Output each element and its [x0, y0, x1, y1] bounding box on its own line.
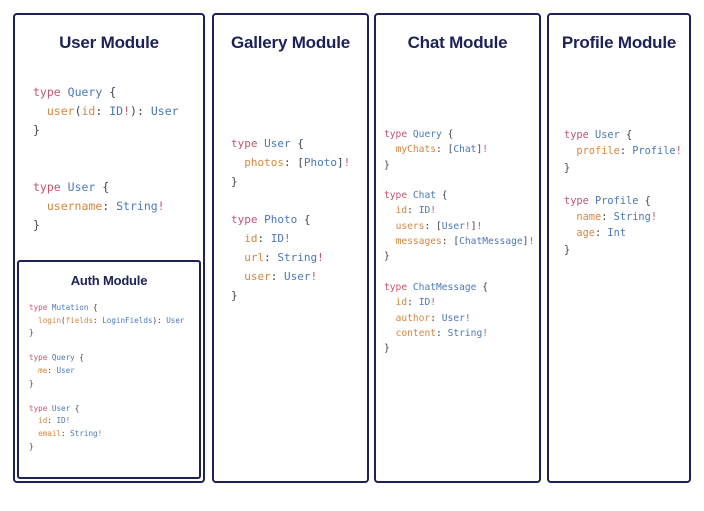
module-code-chat: type Query { myChats: [Chat]! } type Cha… [384, 129, 535, 355]
module-title-user: User Module [59, 33, 159, 52]
module-card-auth[interactable]: Auth Module type Mutation { login(fields… [17, 260, 201, 479]
module-card-user[interactable]: User Module type Query { user(id: ID!): … [13, 13, 205, 483]
module-card-gallery[interactable]: Gallery Module type User { photos: [Phot… [212, 13, 369, 483]
module-code-gallery: type User { photos: [Photo]! } type Phot… [231, 137, 351, 302]
module-card-chat[interactable]: Chat Module type Query { myChats: [Chat]… [374, 13, 541, 483]
module-title-chat: Chat Module [407, 33, 508, 52]
module-card-profile[interactable]: Profile Module type User { profile: Prof… [547, 13, 691, 483]
module-title-profile: Profile Module [561, 33, 677, 52]
module-code-auth: type Mutation { login(fields: LoginField… [29, 303, 185, 451]
module-title-auth: Auth Module [70, 273, 148, 288]
module-code-user: type Query { user(id: ID!): User } type … [33, 85, 179, 232]
module-title-gallery: Gallery Module [230, 33, 351, 52]
module-code-profile: type User { profile: Profile! } type Pro… [564, 129, 682, 256]
